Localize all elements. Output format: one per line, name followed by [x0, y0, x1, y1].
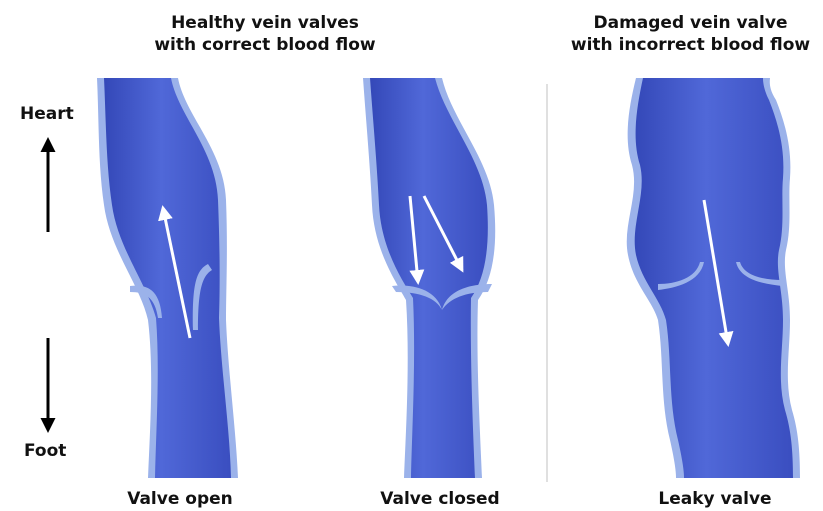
caption-valve-closed: Valve closed — [360, 488, 520, 510]
caption-valve-open: Valve open — [100, 488, 260, 510]
vein-valve-open — [97, 78, 238, 478]
vein-leaky-valve — [627, 78, 800, 478]
caption-leaky-valve: Leaky valve — [640, 488, 790, 510]
vein-valve-closed — [363, 78, 495, 478]
